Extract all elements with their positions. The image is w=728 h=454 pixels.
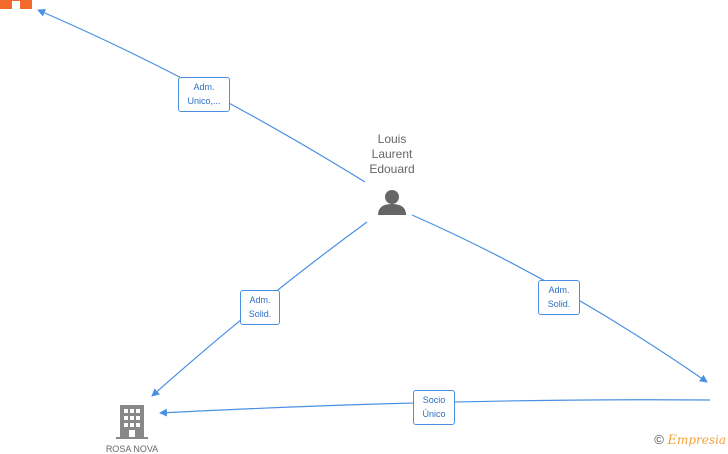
edge-label-line: Adm.	[249, 295, 271, 305]
edge-label-line: Solid.	[547, 299, 571, 309]
edge-label-line: Único	[422, 409, 446, 419]
person-name-line: Louis	[377, 132, 407, 146]
company-building-icon[interactable]	[116, 405, 148, 439]
edge-label-line: Socio	[422, 395, 446, 405]
edge-label-line: Solid.	[248, 309, 272, 319]
edge-label-line: Unico,...	[187, 96, 221, 106]
person-name-line: Edouard	[369, 162, 415, 176]
copyright-symbol: ©	[654, 432, 664, 447]
edge-label-socio-unico[interactable]: Socio Único	[413, 390, 455, 425]
edge-label-line: Adm.	[548, 285, 570, 295]
edge-label-adm-solid-left[interactable]: Adm. Solid.	[240, 290, 280, 325]
company-building-icon-highlighted[interactable]	[0, 0, 32, 9]
person-name-line: Laurent	[371, 147, 413, 161]
person-icon[interactable]	[378, 190, 406, 215]
watermark: © Empresia	[654, 432, 726, 448]
edge-label-adm-unico[interactable]: Adm. Unico,...	[178, 77, 230, 112]
person-name: Louis Laurent Edouard	[352, 132, 432, 177]
edge-label-adm-solid-right[interactable]: Adm. Solid.	[538, 280, 580, 315]
edge-label-line: Adm.	[193, 82, 215, 92]
brand-initial: E	[667, 433, 677, 448]
company-label: ROSA NOVA	[105, 444, 159, 454]
brand-rest: mpresia	[676, 433, 726, 447]
